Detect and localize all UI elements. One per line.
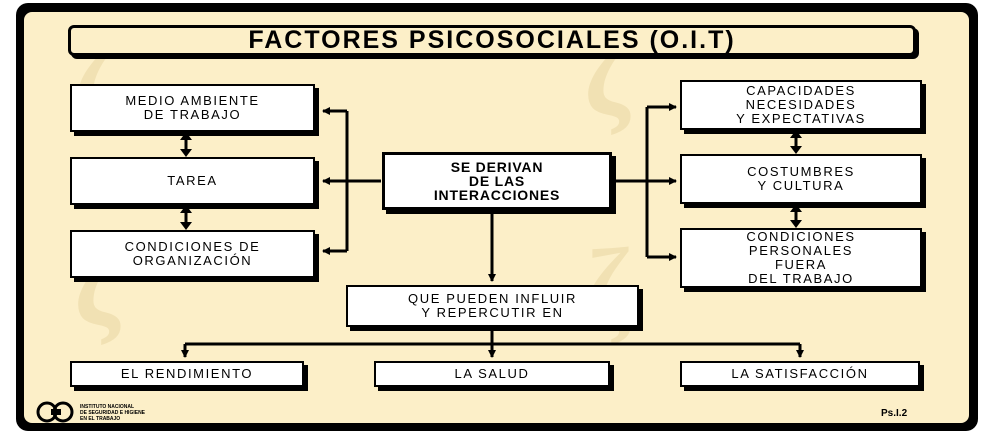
slide-code: Ps.I.2 (881, 408, 908, 419)
box-que-pueden-influir: QUE PUEDEN INFLUIR Y REPERCUTIR EN (346, 285, 639, 327)
box-rendimiento: EL RENDIMIENTO (70, 361, 304, 387)
diagram-title: FACTORES PSICOSOCIALES (O.I.T) (68, 25, 916, 56)
box-tarea: TAREA (70, 157, 315, 205)
box-se-derivan: SE DERIVAN DE LAS INTERACCIONES (382, 152, 612, 210)
box-salud: LA SALUD (374, 361, 610, 387)
box-capacidades: CAPACIDADES NECESIDADES Y EXPECTATIVAS (680, 80, 922, 130)
institute-name: INSTITUTO NACIONAL DE SEGURIDAD E HIGIEN… (80, 404, 146, 422)
institute-logo-icon (36, 401, 74, 423)
box-medio-ambiente: MEDIO AMBIENTE DE TRABAJO (70, 84, 315, 132)
box-satisfaccion: LA SATISFACCIÓN (680, 361, 920, 387)
box-costumbres: COSTUMBRES Y CULTURA (680, 154, 922, 204)
box-condiciones-personales: CONDICIONES PERSONALES FUERA DEL TRABAJO (680, 228, 922, 288)
box-condiciones-organizacion: CONDICIONES DE ORGANIZACIÓN (70, 230, 315, 278)
